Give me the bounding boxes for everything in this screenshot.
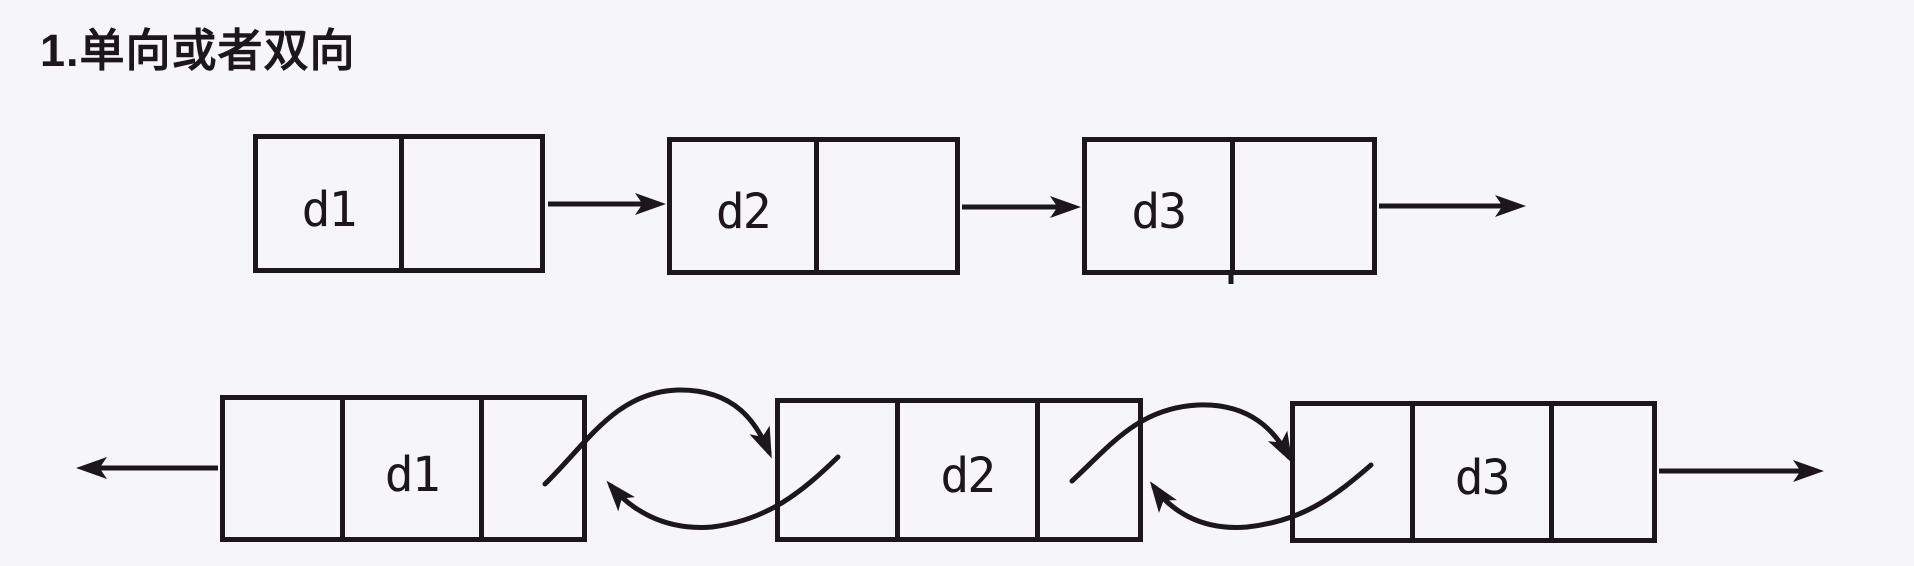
- doubly-node-1-prev-cell: [225, 400, 340, 537]
- singly-node-1-next-cell: [399, 139, 540, 268]
- singly-node-3: d3: [1082, 137, 1377, 275]
- doubly-node-3-prev-cell: [1295, 406, 1410, 538]
- singly-node-2-next-cell: [813, 142, 956, 270]
- doubly-node-2-data-cell: d2: [894, 403, 1035, 537]
- doubly-node-1-label: d1: [384, 446, 441, 503]
- singly-node-2-label: d2: [715, 184, 772, 240]
- singly-node-1: d1: [253, 134, 545, 273]
- doubly-node-3-next-cell: [1548, 406, 1652, 538]
- doubly-node-1: d1: [220, 395, 587, 542]
- doubly-node-1-next-cell: [478, 400, 582, 537]
- doubly-node-3-label: d3: [1454, 450, 1511, 506]
- doubly-node-3-data-cell: d3: [1409, 406, 1549, 538]
- singly-node-1-data-cell: d1: [258, 139, 399, 268]
- doubly-node-1-data-cell: d1: [339, 400, 479, 537]
- singly-node-2: d2: [667, 137, 960, 275]
- singly-node-3-label: d3: [1131, 184, 1187, 240]
- doubly-node-2-next-cell: [1034, 403, 1138, 537]
- singly-node-3-data-cell: d3: [1087, 142, 1230, 270]
- singly-node-2-data-cell: d2: [672, 142, 814, 270]
- doubly-node-3: d3: [1290, 401, 1657, 543]
- singly-node-1-label: d1: [301, 181, 358, 238]
- doubly-node-2: d2: [775, 398, 1143, 542]
- section-title: 1.单向或者双向: [40, 25, 356, 76]
- doubly-node-2-label: d2: [940, 448, 996, 504]
- doubly-node-2-prev-cell: [780, 403, 895, 537]
- singly-node-3-next-cell: [1229, 142, 1373, 270]
